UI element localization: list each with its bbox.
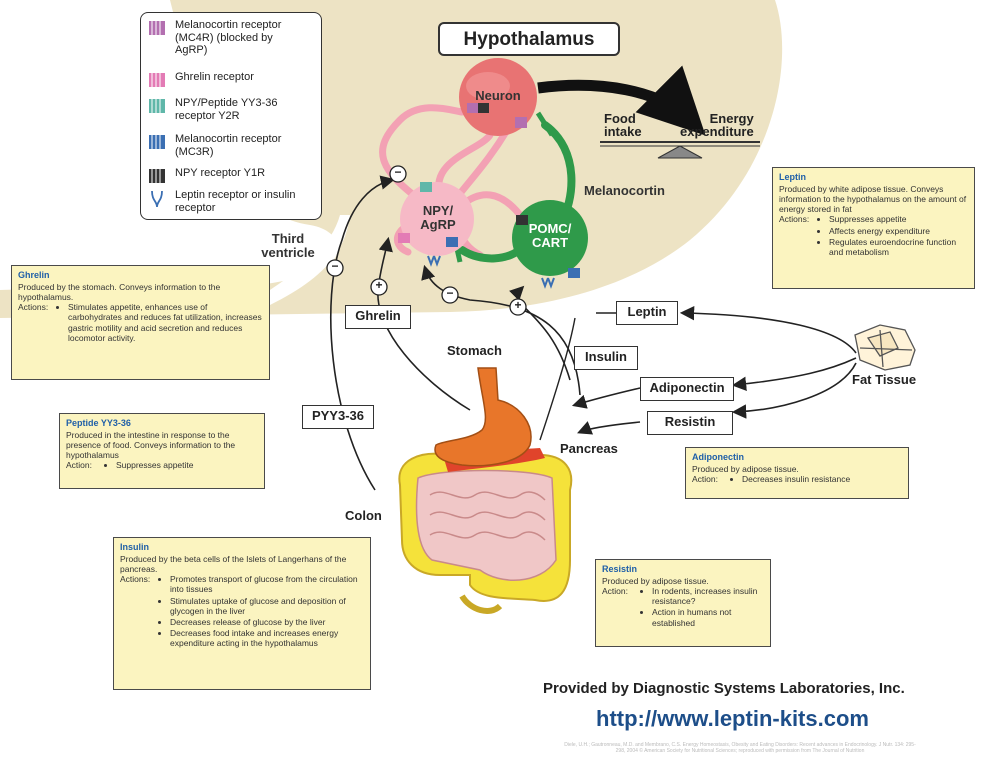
info-description: Produced by adipose tissue. bbox=[602, 576, 764, 586]
ghrelin-info-box: Ghrelin Produced by the stomach. Conveys… bbox=[11, 265, 270, 380]
pyy-info-box: Peptide YY3-36 Produced in the intestine… bbox=[59, 413, 265, 489]
info-action-label: Action: bbox=[602, 586, 640, 629]
legend-label: Ghrelin receptor bbox=[175, 71, 305, 84]
pyy-hormone-box: PYY3-36 bbox=[302, 405, 374, 429]
pomc-cart-label: POMC/ CART bbox=[522, 222, 578, 249]
insulin-info-box: Insulin Produced by the beta cells of th… bbox=[113, 537, 371, 690]
energy-expenditure-label: Energy expenditure bbox=[680, 112, 754, 138]
receptor-legend: Melanocortin receptor (MC4R) (blocked by… bbox=[140, 12, 322, 220]
info-description: Produced in the intestine in response to… bbox=[66, 430, 258, 461]
leptin-hormone-box: Leptin bbox=[616, 301, 678, 325]
info-description: Produced by the stomach. Conveys informa… bbox=[18, 282, 263, 302]
ghrelin-receptor-icon bbox=[149, 73, 165, 87]
legend-label: Melanocortin receptor (MC3R) bbox=[175, 133, 305, 158]
legend-item-y2r: NPY/Peptide YY3-36 receptor Y2R bbox=[149, 97, 305, 122]
hypothalamus-title: Hypothalamus bbox=[438, 22, 620, 56]
legend-item-ghrelin: Ghrelin receptor bbox=[149, 71, 305, 87]
adiponectin-hormone-box: Adiponectin bbox=[640, 377, 734, 401]
legend-item-mc4r: Melanocortin receptor (MC4R) (blocked by… bbox=[149, 19, 305, 57]
mc4r-receptor-icon bbox=[149, 21, 165, 35]
legend-label: NPY/Peptide YY3-36 receptor Y2R bbox=[175, 97, 305, 122]
digestive-tract-illustration bbox=[399, 368, 571, 611]
info-action-item: Stimulates uptake of glucose and deposit… bbox=[170, 596, 364, 616]
minus-sign: − bbox=[444, 286, 456, 300]
website-link[interactable]: http://www.leptin-kits.com bbox=[596, 706, 869, 732]
info-action-item: Suppresses appetite bbox=[829, 214, 968, 224]
info-action-item: Regulates euroendocrine function and met… bbox=[829, 237, 968, 257]
minus-sign: − bbox=[392, 165, 404, 179]
info-action-item: Stimulates appetite, enhances use of car… bbox=[68, 302, 263, 343]
info-description: Produced by adipose tissue. bbox=[692, 464, 902, 474]
info-title: Peptide YY3-36 bbox=[66, 418, 258, 429]
resistin-hormone-box: Resistin bbox=[647, 411, 733, 435]
leptin-receptor-icon bbox=[149, 191, 165, 207]
info-action-item: Promotes transport of glucose from the c… bbox=[170, 574, 364, 594]
plus-sign: + bbox=[512, 298, 524, 312]
plus-sign: + bbox=[373, 278, 385, 292]
stomach-label: Stomach bbox=[447, 343, 502, 358]
resistin-info-box: Resistin Produced by adipose tissue. Act… bbox=[595, 559, 771, 647]
insulin-hormone-box: Insulin bbox=[574, 346, 638, 370]
pancreas-label: Pancreas bbox=[560, 441, 618, 456]
neuron-label: Neuron bbox=[472, 88, 524, 103]
info-action-label: Action: bbox=[692, 474, 730, 485]
legend-label: Melanocortin receptor (MC4R) (blocked by… bbox=[175, 19, 305, 57]
info-title: Resistin bbox=[602, 564, 764, 575]
info-action-item: Decreases insulin resistance bbox=[742, 474, 850, 484]
info-action-item: Suppresses appetite bbox=[116, 460, 194, 470]
info-action-item: Action in humans not established bbox=[652, 607, 764, 627]
info-action-item: Affects energy expenditure bbox=[829, 226, 968, 236]
info-action-label: Action: bbox=[66, 460, 104, 471]
melanocortin-label: Melanocortin bbox=[584, 183, 665, 198]
legend-item-y1r: NPY receptor Y1R bbox=[149, 167, 305, 183]
info-description: Produced by white adipose tissue. Convey… bbox=[779, 184, 968, 215]
info-action-label: Actions: bbox=[18, 302, 56, 344]
y2r-receptor-icon bbox=[149, 99, 165, 113]
legend-item-leptin: Leptin receptor or insulin receptor bbox=[149, 189, 305, 214]
food-intake-label: Food intake bbox=[604, 112, 642, 138]
adiponectin-info-box: Adiponectin Produced by adipose tissue. … bbox=[685, 447, 909, 499]
fat-tissue-label: Fat Tissue bbox=[852, 372, 916, 387]
info-action-item: Decreases release of glucose by the live… bbox=[170, 617, 364, 627]
ghrelin-hormone-box: Ghrelin bbox=[345, 305, 411, 329]
third-ventricle-label: Third ventricle bbox=[258, 232, 318, 259]
legend-label: NPY receptor Y1R bbox=[175, 167, 305, 180]
info-action-label: Actions: bbox=[120, 574, 158, 649]
info-action-item: Decreases food intake and increases ener… bbox=[170, 628, 364, 648]
fat-tissue-illustration bbox=[855, 325, 915, 370]
stomach-illustration bbox=[435, 368, 531, 466]
credit-line: Provided by Diagnostic Systems Laborator… bbox=[543, 680, 905, 697]
y1r-receptor-icon bbox=[149, 169, 165, 183]
legend-label: Leptin receptor or insulin receptor bbox=[175, 189, 305, 214]
info-title: Insulin bbox=[120, 542, 364, 553]
leptin-info-box: Leptin Produced by white adipose tissue.… bbox=[772, 167, 975, 289]
colon-label: Colon bbox=[345, 508, 382, 523]
info-action-item: In rodents, increases insulin resistance… bbox=[652, 586, 764, 606]
npy-agrp-label: NPY/ AgRP bbox=[410, 204, 466, 231]
info-title: Ghrelin bbox=[18, 270, 263, 281]
info-description: Produced by the beta cells of the Islets… bbox=[120, 554, 364, 574]
info-title: Adiponectin bbox=[692, 452, 902, 463]
info-action-label: Actions: bbox=[779, 214, 817, 258]
minus-sign: − bbox=[329, 259, 341, 273]
legend-item-mc3r: Melanocortin receptor (MC3R) bbox=[149, 133, 305, 158]
info-title: Leptin bbox=[779, 172, 968, 183]
citation-text: Diele, U.H.; Gautronneau, M.D. and Membr… bbox=[560, 742, 920, 754]
mc3r-receptor-icon bbox=[149, 135, 165, 149]
